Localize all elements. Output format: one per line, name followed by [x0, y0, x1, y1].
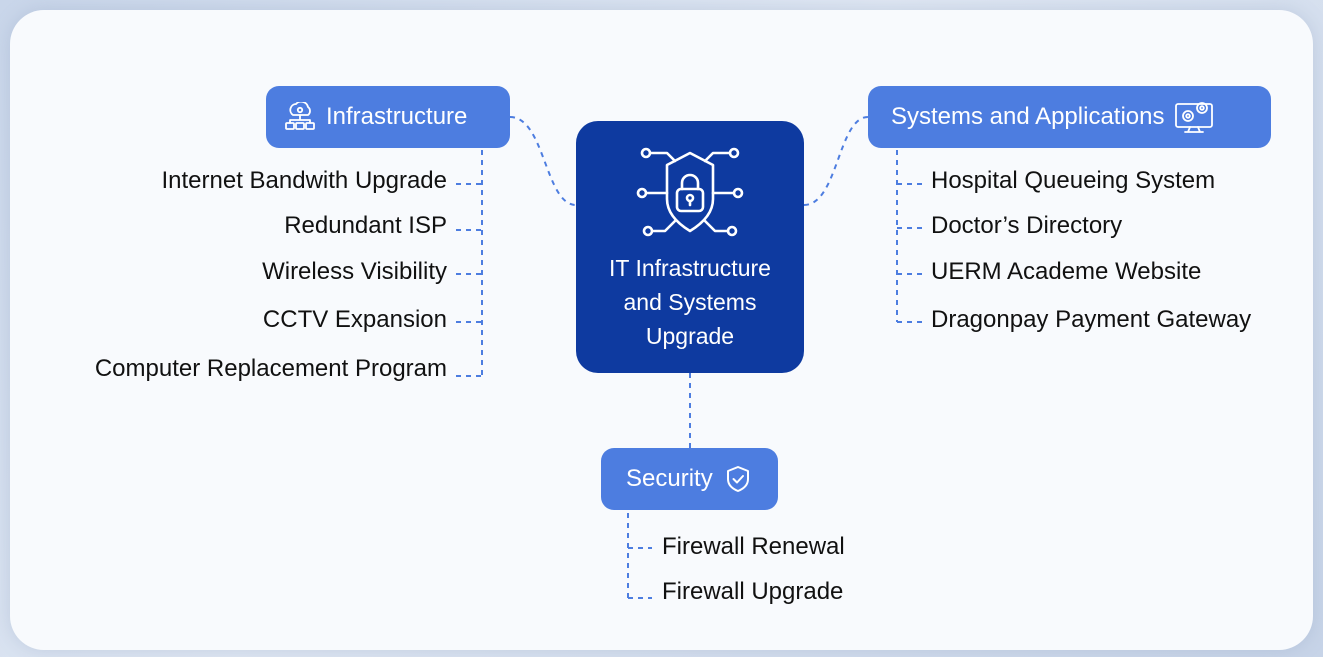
center-node: IT Infrastructure and Systems Upgrade — [576, 121, 804, 373]
systems-item: Hospital Queueing System — [931, 167, 1216, 194]
security-label: Security — [626, 465, 713, 492]
center-title-line: Upgrade — [645, 323, 735, 349]
infrastructure-label: Infrastructure — [326, 103, 468, 130]
infrastructure-item: Redundant ISP — [284, 212, 447, 239]
infrastructure-pill: Infrastructure — [266, 86, 510, 148]
infrastructure-item: Wireless Visibility — [262, 258, 447, 285]
shield-check-icon — [726, 466, 749, 492]
infrastructure-item: Internet Bandwith Upgrade — [161, 167, 447, 194]
infrastructure-item: CCTV Expansion — [262, 306, 447, 333]
infrastructure-item: Computer Replacement Program — [94, 355, 447, 382]
security-item: Firewall Upgrade — [662, 578, 844, 605]
center-title-line: IT Infrastructure — [609, 255, 771, 281]
cloud-network-icon — [285, 102, 315, 130]
systems-item: UERM Academe Website — [931, 258, 1202, 285]
systems-item: Doctor’s Directory — [931, 212, 1123, 239]
security-item: Firewall Renewal — [662, 533, 845, 560]
systems-item: Dragonpay Payment Gateway — [931, 306, 1252, 333]
monitor-gears-icon — [1175, 102, 1214, 133]
security-pill: Security — [601, 448, 778, 510]
systems-pill: Systems and Applications — [868, 86, 1271, 148]
systems-label: Systems and Applications — [891, 103, 1165, 130]
center-title: IT Infrastructure and Systems Upgrade — [576, 251, 804, 353]
center-title-line: and Systems — [623, 289, 757, 315]
shield-lock-circuit-icon — [636, 147, 744, 237]
